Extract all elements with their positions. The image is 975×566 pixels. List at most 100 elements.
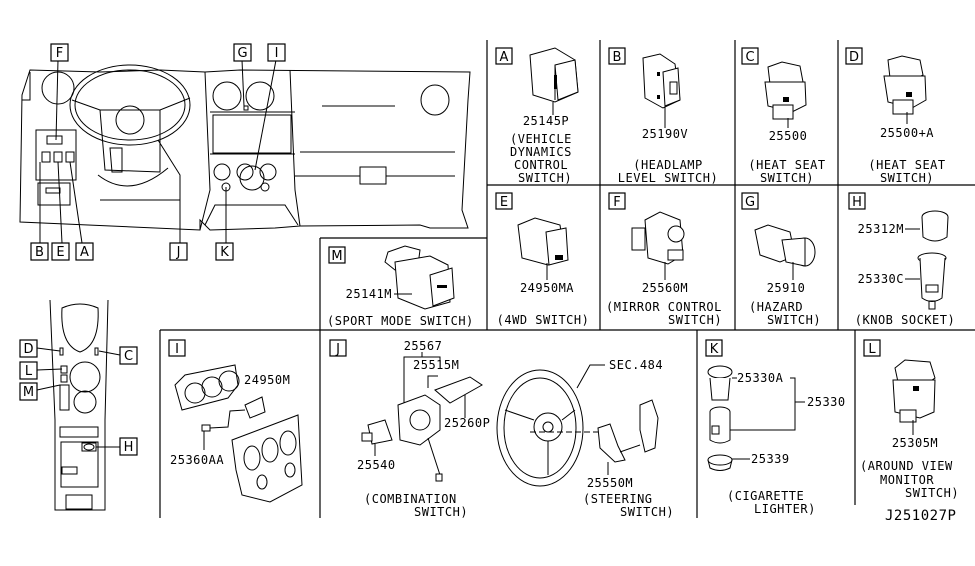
panel-d: D 25500+A (HEAT SEAT SWITCH) [845, 47, 945, 185]
headlamp-level-switch-illustration [642, 53, 681, 109]
caption-line: MONITOR [880, 473, 934, 487]
part-number: 25360AA [170, 453, 224, 467]
part-number: 25339 [751, 452, 790, 466]
caption-line: (SPORT MODE SWITCH) [327, 314, 474, 328]
knob-socket-illustration [917, 210, 949, 310]
panel-letter: C [745, 50, 754, 65]
heat-seat-switch-d-illustration [883, 55, 927, 115]
callout-c: C [124, 349, 133, 364]
caption-line: SWITCH) [518, 171, 572, 185]
part-number: 25560M [642, 281, 688, 295]
panel-c: C 25500 (HEAT SEAT SWITCH) [741, 47, 825, 185]
caption-line: SWITCH) [620, 505, 674, 519]
part-number: 25190V [642, 127, 688, 141]
vdc-switch-illustration [529, 47, 579, 103]
caption-line: DYNAMICS [510, 145, 572, 159]
panel-letter: I [175, 342, 179, 357]
caption-line: (4WD SWITCH) [497, 313, 590, 327]
caption-line: (VEHICLE [510, 132, 572, 146]
caption-line: SWITCH) [767, 313, 821, 327]
steering-wheel-illustration [496, 369, 584, 487]
combination-switch-illustration [361, 376, 483, 482]
panel-letter: K [710, 342, 719, 357]
caption-line: (HEAT SEAT [868, 158, 945, 172]
panel-l: L 25305M (AROUND VIEW MONITOR SWITCH) [860, 339, 959, 500]
panel-grid [159, 40, 975, 518]
panel-letter: F [613, 195, 620, 210]
hazard-switch-illustration [754, 224, 816, 267]
part-number: 25330A [737, 371, 784, 385]
sport-mode-switch-illustration [384, 245, 455, 310]
callout-k: K [220, 245, 229, 260]
part-number: 25330 [807, 395, 846, 409]
cigarette-lighter-illustration [707, 365, 733, 471]
mirror-control-switch-illustration [631, 211, 685, 265]
panel-f: F 25560M (MIRROR CONTROL SWITCH) [606, 192, 722, 327]
caption-line: (AROUND VIEW [860, 459, 953, 473]
callout-d: D [23, 342, 33, 357]
panel-letter: D [849, 50, 859, 65]
callout-h: H [124, 440, 134, 455]
panel-h: H 25312M 25330C (KNOB SOCKET) [848, 192, 955, 327]
part-number: 25910 [767, 281, 806, 295]
caption-line: (CIGARETTE [727, 489, 804, 503]
part-number: 25515M [413, 358, 459, 372]
callout-e: E [56, 245, 64, 260]
panel-letter: A [500, 50, 509, 65]
console-overview [36, 299, 121, 511]
caption-line: (HAZARD [749, 300, 803, 314]
4wd-switch-illustration [517, 217, 569, 266]
callout-m: M [23, 385, 34, 400]
callout-l: L [25, 364, 33, 379]
part-number: 25567 [404, 339, 443, 353]
dashboard-overview [19, 64, 471, 231]
panel-m: M 25141M (SPORT MODE SWITCH) [327, 245, 474, 328]
steering-switch-illustration [597, 399, 659, 463]
caption-line: SWITCH) [760, 171, 814, 185]
panel-g: G 25910 (HAZARD SWITCH) [741, 192, 821, 327]
panel-letter: B [613, 50, 622, 65]
caption-line: (KNOB SOCKET) [855, 313, 955, 327]
dashboard-callouts: F G I B E A J K [30, 43, 286, 261]
panel-i: I 24950M 25360AA [168, 339, 303, 503]
part-number: 25305M [892, 436, 938, 450]
caption-line: SWITCH) [880, 171, 934, 185]
reference-section: SEC.484 [609, 358, 663, 372]
panel-letter: M [331, 249, 342, 264]
caption-line: (MIRROR CONTROL [606, 300, 722, 314]
caption-line: SWITCH) [668, 313, 722, 327]
caption-line: SWITCH) [905, 486, 959, 500]
part-number: 25500+A [880, 126, 934, 140]
part-number: 25540 [357, 458, 396, 472]
part-number: 25550M [587, 476, 633, 490]
heat-seat-switch-c-illustration [764, 61, 807, 120]
around-view-monitor-switch-illustration [892, 359, 936, 423]
part-number: 25330C [858, 272, 904, 286]
part-number: 25260P [444, 416, 490, 430]
console-callouts: D C L M H [19, 339, 138, 456]
panel-letter: L [868, 342, 876, 357]
caption-line: SWITCH) [414, 505, 468, 519]
panel-letter: E [500, 195, 508, 210]
panel-e: E 24950MA (4WD SWITCH) [495, 192, 590, 327]
panel-letter: J [335, 342, 340, 357]
panel-b: B 25190V (HEADLAMP LEVEL SWITCH) [608, 47, 718, 185]
part-number: 25145P [523, 114, 569, 128]
panel-letter: G [745, 195, 755, 210]
panel-letter: H [852, 195, 862, 210]
caption-line: (STEERING [583, 492, 653, 506]
panel-k: K 25330A 25330 25339 (CIGARETTE LIGHTER) [705, 339, 846, 516]
panel-j: J 25567 25515M 25260P 25540 (COMBINATION… [329, 339, 674, 519]
callout-b: B [35, 245, 44, 260]
part-number: 25500 [769, 129, 808, 143]
diagram-id: J251027P [885, 508, 956, 524]
caption-line: (HEADLAMP [633, 158, 703, 172]
caption-line: (HEAT SEAT [748, 158, 825, 172]
callout-f: F [56, 46, 63, 61]
panel-a: A 25145P (VEHICLE DYNAMICS CONTROL SWITC… [495, 47, 579, 185]
callout-g: G [237, 46, 247, 61]
callout-i: I [275, 46, 279, 61]
part-number: 24950M [244, 373, 290, 387]
caption-line: LIGHTER) [754, 502, 816, 516]
